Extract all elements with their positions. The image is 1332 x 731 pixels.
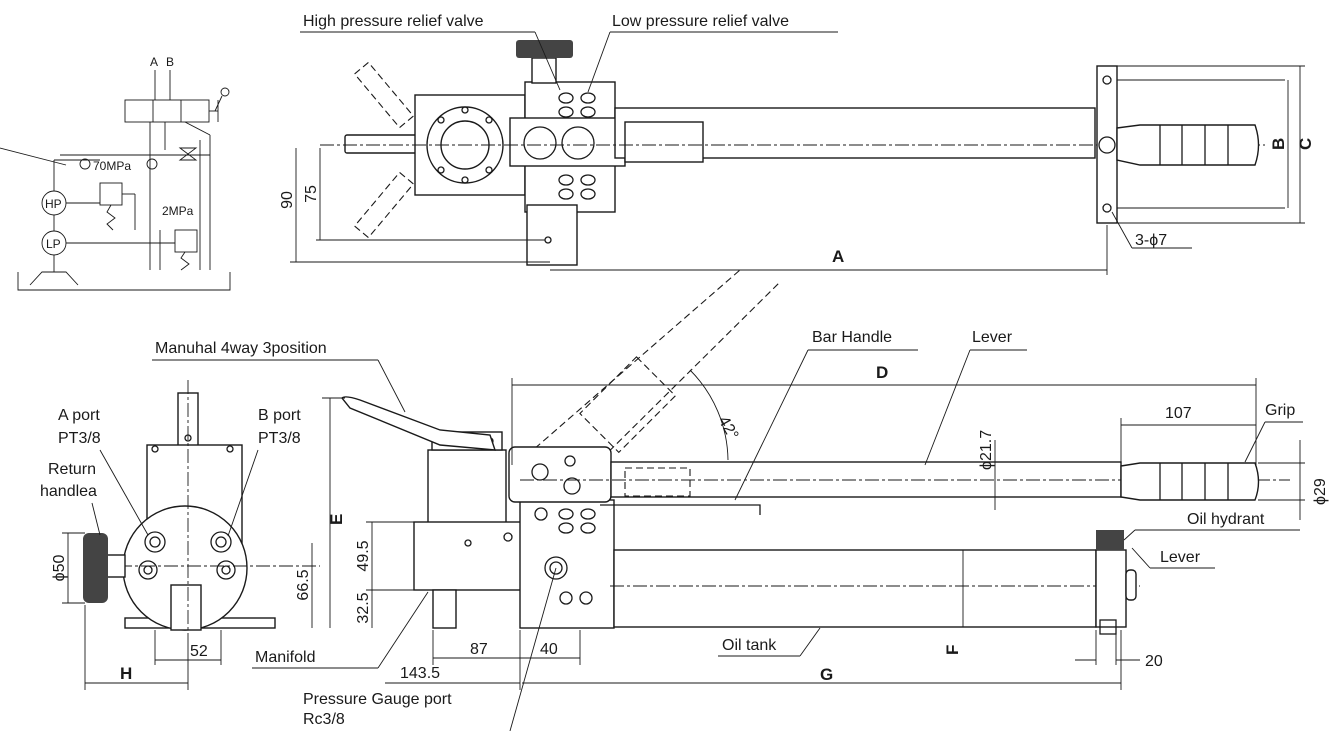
dim-phi29: ϕ29 (1312, 478, 1329, 505)
side-view: 42° (252, 269, 1329, 731)
dim-20: 20 (1145, 653, 1163, 670)
label-pressure-gauge-thread: Rc3/8 (303, 711, 345, 728)
label-high-pressure-relief-valve: High pressure relief valve (303, 13, 484, 30)
label-manifold: Manifold (255, 649, 315, 666)
dim-h: H (120, 664, 132, 683)
schematic-port-b: B (166, 55, 174, 69)
label-a-port: A port (58, 407, 100, 424)
dim-87: 87 (470, 641, 488, 658)
label-return-handle: handlea (40, 483, 97, 500)
dim-40: 40 (540, 641, 558, 658)
schematic-port-a: A (150, 55, 158, 69)
dim-143-5: 143.5 (400, 665, 440, 682)
front-view: A port PT3/8 B port PT3/8 Return handlea… (40, 340, 406, 690)
dim-c: C (1296, 138, 1315, 150)
label-low-pressure-relief-valve: Low pressure relief valve (612, 13, 789, 30)
label-b-port-thread: PT3/8 (258, 430, 301, 447)
label-grip: Grip (1265, 402, 1295, 419)
dim-phi50: ϕ50 (51, 555, 68, 582)
label-a-port-thread: PT3/8 (58, 430, 101, 447)
dim-f: F (943, 645, 962, 655)
schematic-lp: LP (46, 237, 61, 251)
dim-66-5: 66.5 (295, 569, 312, 600)
schematic-p70: 70MPa (93, 159, 131, 173)
dim-d: D (876, 363, 888, 382)
label-oil-tank: Oil tank (722, 637, 777, 654)
label-manual-4way: Manuhal 4way 3position (155, 340, 327, 357)
dim-e: E (327, 514, 346, 525)
schematic-p2: 2MPa (162, 204, 194, 218)
label-b-port: B port (258, 407, 301, 424)
dim-a: A (832, 247, 844, 266)
dim-phi21-7: ϕ21.7 (978, 430, 995, 470)
label-lever-side: Lever (1160, 549, 1201, 566)
dim-b: B (1269, 138, 1288, 150)
dim-49-5: 49.5 (355, 540, 372, 571)
dim-holes: 3-ϕ7 (1135, 232, 1167, 249)
label-oil-hydrant: Oil hydrant (1187, 511, 1265, 528)
dim-52: 52 (190, 643, 208, 660)
top-view: High pressure relief valve Low pressure … (279, 13, 1315, 275)
label-bar-handle: Bar Handle (812, 329, 892, 346)
dim-90: 90 (279, 191, 296, 209)
dim-75: 75 (303, 185, 320, 203)
dim-angle: 42° (715, 414, 742, 443)
label-return: Return (48, 461, 96, 478)
hydraulic-schematic: A B 70MPa 2MPa HP LP (0, 55, 231, 291)
label-lever-top: Lever (972, 329, 1013, 346)
schematic-hp: HP (45, 197, 62, 211)
dim-107: 107 (1165, 405, 1192, 422)
dim-g: G (820, 665, 833, 684)
label-pressure-gauge-port: Pressure Gauge port (303, 691, 452, 708)
dim-32-5: 32.5 (355, 592, 372, 623)
